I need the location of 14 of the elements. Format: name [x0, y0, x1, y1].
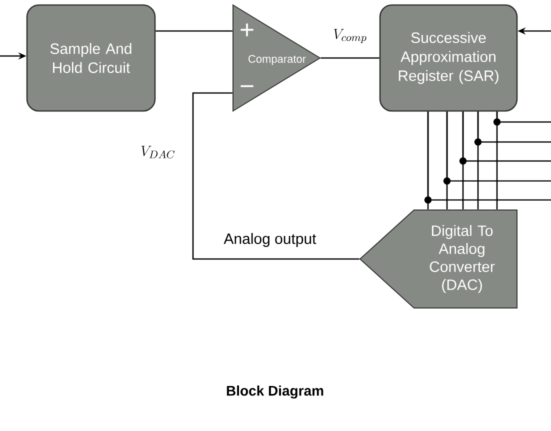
output-line — [459, 112, 551, 165]
signal-label: $V_{DAC}$ — [141, 146, 175, 158]
connector-line — [156, 30, 232, 32]
output-line — [474, 112, 551, 146]
output-line — [424, 112, 551, 204]
edge-label: Analog output — [224, 233, 316, 247]
caption: Block Diagram — [226, 385, 324, 399]
connector-line — [320, 57, 380, 59]
output-line — [443, 112, 551, 185]
edge-label: $V_{comp}$ — [334, 28, 366, 44]
connector-line — [192, 92, 360, 260]
register-box: Successive Approximation Register (SAR) — [379, 4, 518, 112]
output-line — [493, 112, 551, 126]
process-box: Sample And Hold Circuit — [26, 4, 156, 112]
